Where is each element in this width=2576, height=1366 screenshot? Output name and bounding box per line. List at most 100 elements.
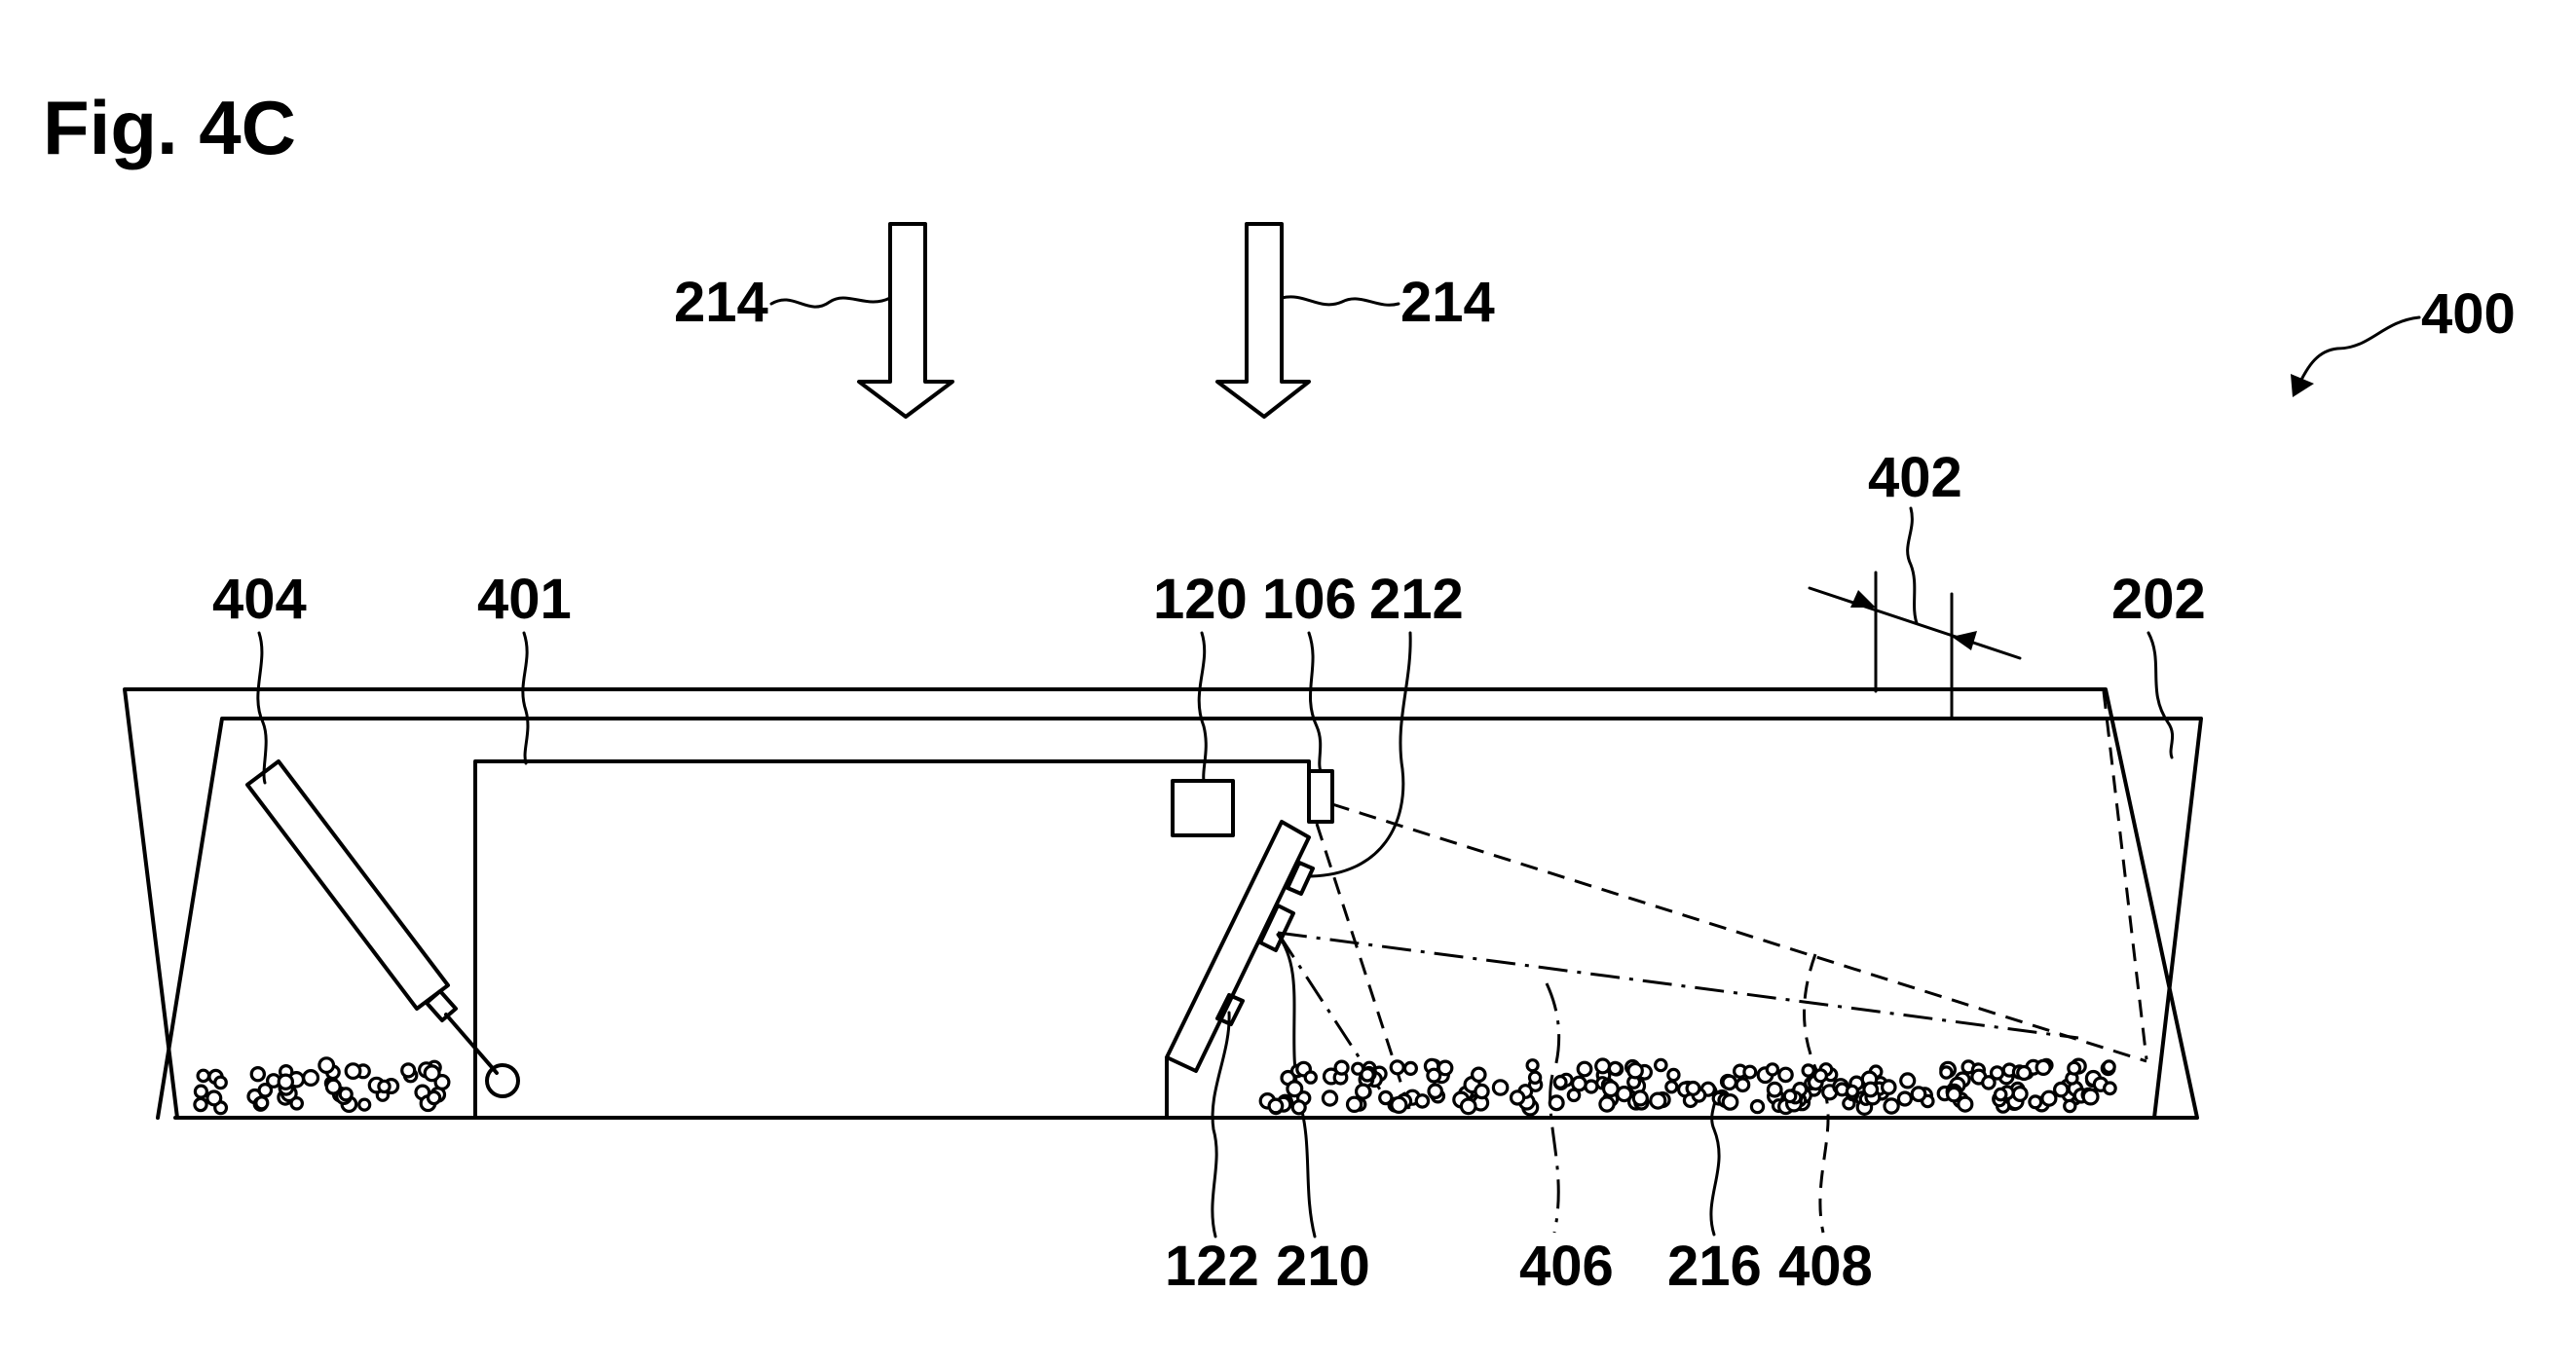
pellet [1765, 1062, 1780, 1077]
leader-106 [1307, 631, 1323, 773]
pellet [1525, 1058, 1540, 1073]
pellet [338, 1087, 354, 1102]
pellet [1626, 1061, 1644, 1080]
leader-212 [1309, 631, 1412, 878]
pellet [1801, 1063, 1815, 1078]
pellet [1471, 1066, 1487, 1084]
pellet [1993, 1087, 2008, 1102]
pellet [1939, 1065, 1954, 1080]
actuator-rod [444, 1013, 499, 1075]
pellet [1491, 1079, 1510, 1096]
beam-upper-dashed [1331, 802, 2147, 1063]
pellet [1957, 1095, 1974, 1113]
pellet [1360, 1067, 1375, 1083]
pellet [2011, 1085, 2029, 1102]
leader-202 [2147, 631, 2175, 759]
wall-202-dashed [2102, 690, 2148, 1060]
pellet [1509, 1089, 1526, 1106]
actuator-cylinder [245, 759, 450, 1011]
housing: 202 [123, 568, 2206, 1120]
pellet [317, 1056, 336, 1074]
pellet [1598, 1095, 1616, 1113]
pellet [2102, 1081, 2117, 1096]
pellet [1896, 1090, 1914, 1107]
dimension-402: 402 [1808, 446, 2022, 720]
light-arrow-left: 214 [674, 222, 954, 419]
pellet [1721, 1074, 1737, 1091]
leader-214-left [769, 296, 892, 309]
pellet [1576, 1060, 1593, 1078]
pellet [423, 1064, 441, 1083]
label-216: 216 [1667, 1235, 1762, 1298]
light-beams: 406 408 216 [1276, 802, 2147, 1298]
pellet [1527, 1070, 1543, 1086]
pellet [1777, 1066, 1794, 1084]
pellet [1946, 1086, 1962, 1103]
dimension-arrow-line [1808, 586, 2022, 660]
pellet [249, 1065, 266, 1083]
angle-408-arc [1803, 953, 1823, 1082]
pellet [302, 1068, 320, 1087]
pellet [433, 1073, 451, 1090]
leader-216 [1709, 1085, 1721, 1237]
pellet [2016, 1064, 2033, 1082]
label-214-left: 214 [674, 271, 768, 334]
label-402: 402 [1868, 446, 1962, 509]
pellet [1389, 1059, 1405, 1076]
inner-housing-wall [156, 717, 2203, 1120]
pellet [1552, 1075, 1568, 1089]
pellet [1721, 1092, 1739, 1111]
pellet [1354, 1083, 1372, 1100]
pellet [1601, 1080, 1620, 1098]
hollow-arrow-214-right [1215, 222, 1311, 419]
pellet [193, 1084, 208, 1099]
element-122 [1215, 993, 1245, 1026]
component-120: 120 [1153, 568, 1248, 837]
leader-408 [1818, 1086, 1830, 1234]
pellet [1607, 1060, 1624, 1077]
body-401: 401 [473, 568, 1311, 1120]
label-106: 106 [1262, 568, 1357, 631]
arrowhead-400 [2291, 374, 2314, 397]
pellet [1631, 1089, 1649, 1107]
sensor-106: 106 [1262, 568, 1357, 824]
pellet [213, 1075, 228, 1090]
pellet [1570, 1075, 1587, 1092]
actuator-pivot [485, 1063, 520, 1098]
pellet [1883, 1097, 1900, 1115]
leader-214-right [1280, 295, 1400, 307]
pellets-left [193, 1056, 451, 1116]
pellet [1594, 1057, 1612, 1075]
label-408: 408 [1778, 1235, 1873, 1298]
pellet [1742, 1064, 1758, 1080]
box-120 [1171, 779, 1235, 837]
label-401: 401 [477, 568, 572, 631]
pellet [277, 1073, 294, 1090]
pellet [1654, 1057, 1668, 1073]
label-406: 406 [1519, 1235, 1614, 1298]
pellet [344, 1062, 362, 1080]
leader-401 [521, 631, 530, 765]
pellet [257, 1083, 274, 1098]
pellets-right [1258, 1057, 2117, 1117]
pellet [205, 1089, 223, 1107]
pellet [2081, 1088, 2100, 1106]
pellet [377, 1079, 392, 1094]
label-210: 210 [1276, 1235, 1370, 1298]
element-212 [1286, 861, 1315, 896]
pellet [193, 1096, 208, 1113]
dimension-arrowhead-left [1850, 590, 1876, 608]
pellet [357, 1097, 372, 1112]
pellet [324, 1078, 342, 1095]
beam-dashdot-right [1277, 931, 2079, 1040]
pellet [1459, 1097, 1477, 1116]
pellet [1981, 1075, 1997, 1090]
dimension-arrowhead-right [1952, 631, 1977, 650]
figure-title: Fig. 4C [43, 85, 296, 170]
pellet [1286, 1080, 1304, 1098]
label-400: 400 [2421, 282, 2516, 346]
label-212: 212 [1369, 568, 1464, 631]
pellet [1766, 1081, 1783, 1098]
tilted-panel: 212 122 210 [1165, 568, 1464, 1298]
pellet [1414, 1093, 1431, 1109]
